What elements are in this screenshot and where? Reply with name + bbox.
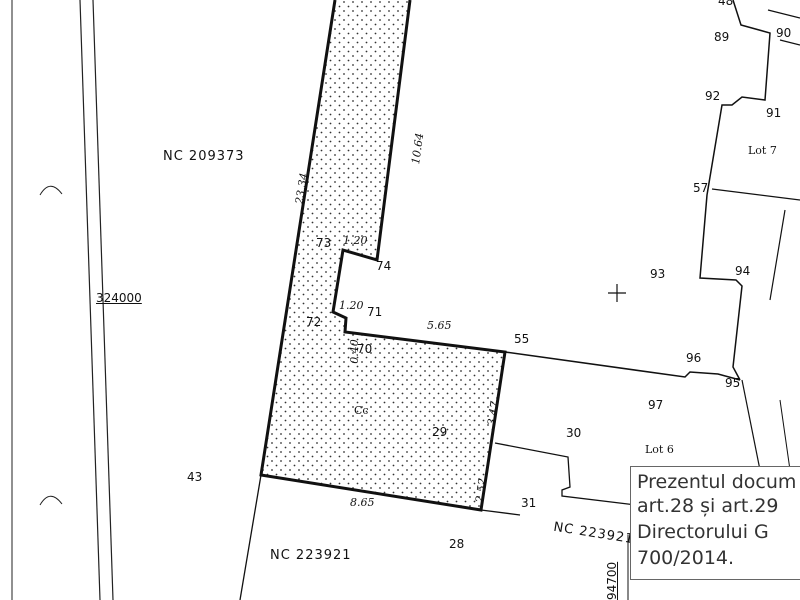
point-label: 89 — [714, 30, 730, 44]
lot-label: Lot 7 — [748, 144, 777, 157]
point-label: 94 — [735, 264, 751, 278]
point-label: 70 — [357, 342, 373, 356]
boundary-line — [767, 9, 800, 19]
point-label: 73 — [316, 236, 332, 250]
boundary-line — [504, 351, 741, 381]
boundary-line — [779, 39, 800, 46]
highlighted-parcel[interactable] — [261, 0, 505, 510]
dimension-label: 1.20 — [339, 299, 364, 312]
boundary-line — [741, 379, 761, 471]
road-edge-line — [79, 0, 101, 600]
parcel-number-label: NC 209373 — [163, 149, 245, 164]
dimension-label: 8.65 — [350, 496, 375, 509]
boundary-line — [494, 442, 761, 521]
point-label: 30 — [566, 426, 582, 440]
point-label: 71 — [367, 305, 383, 319]
note-line: art.28 și art.29 — [637, 495, 779, 517]
coordinate-x-label: 324000 — [96, 291, 142, 305]
dimension-label: 5.65 — [427, 319, 452, 332]
boundary-line — [769, 209, 786, 301]
dimension-label: 2.52 — [473, 477, 490, 504]
boundary-line — [711, 188, 800, 201]
parcel-boundary — [259, 0, 507, 512]
road-edge-line — [92, 0, 114, 600]
note-line: 700/2014. — [637, 547, 735, 569]
coordinate-y-label: 94700 — [605, 561, 619, 600]
point-label: 97 — [648, 398, 664, 412]
dimension-label: 3.47 — [485, 400, 502, 427]
dimension-label: 1.20 — [343, 234, 368, 247]
dimension-label: 0.40 — [347, 339, 361, 364]
point-label: 95 — [725, 376, 741, 390]
note-line: Directorului G — [637, 521, 769, 543]
document-note-box: Prezentul docum art.28 și art.29 Directo… — [630, 466, 800, 580]
point-label: 91 — [766, 106, 782, 120]
point-label: 31 — [521, 496, 537, 510]
lot-label: Lot 6 — [645, 443, 674, 456]
point-label: 74 — [376, 259, 392, 273]
boundary-line — [699, 0, 771, 381]
point-label: 57 — [693, 181, 709, 195]
arc-mark — [39, 495, 63, 506]
point-label: 43 — [187, 470, 203, 484]
point-label: 29 — [432, 425, 448, 439]
arc-mark — [39, 185, 63, 196]
point-label: 90 — [776, 26, 792, 40]
point-label: 28 — [449, 537, 465, 551]
point-label: 92 — [705, 89, 721, 103]
point-label: 55 — [514, 332, 530, 346]
point-label: 93 — [650, 267, 666, 281]
boundary-line — [239, 474, 262, 600]
boundary-line — [779, 399, 791, 471]
point-label: 72 — [306, 315, 322, 329]
point-label: 48 — [718, 0, 734, 8]
point-label: 96 — [686, 351, 702, 365]
parcel-code-label: Cc — [354, 404, 369, 417]
note-line: Prezentul docum — [637, 471, 797, 493]
parcel-number-label: NC 223921 — [270, 548, 352, 563]
boundary-line — [480, 509, 521, 516]
